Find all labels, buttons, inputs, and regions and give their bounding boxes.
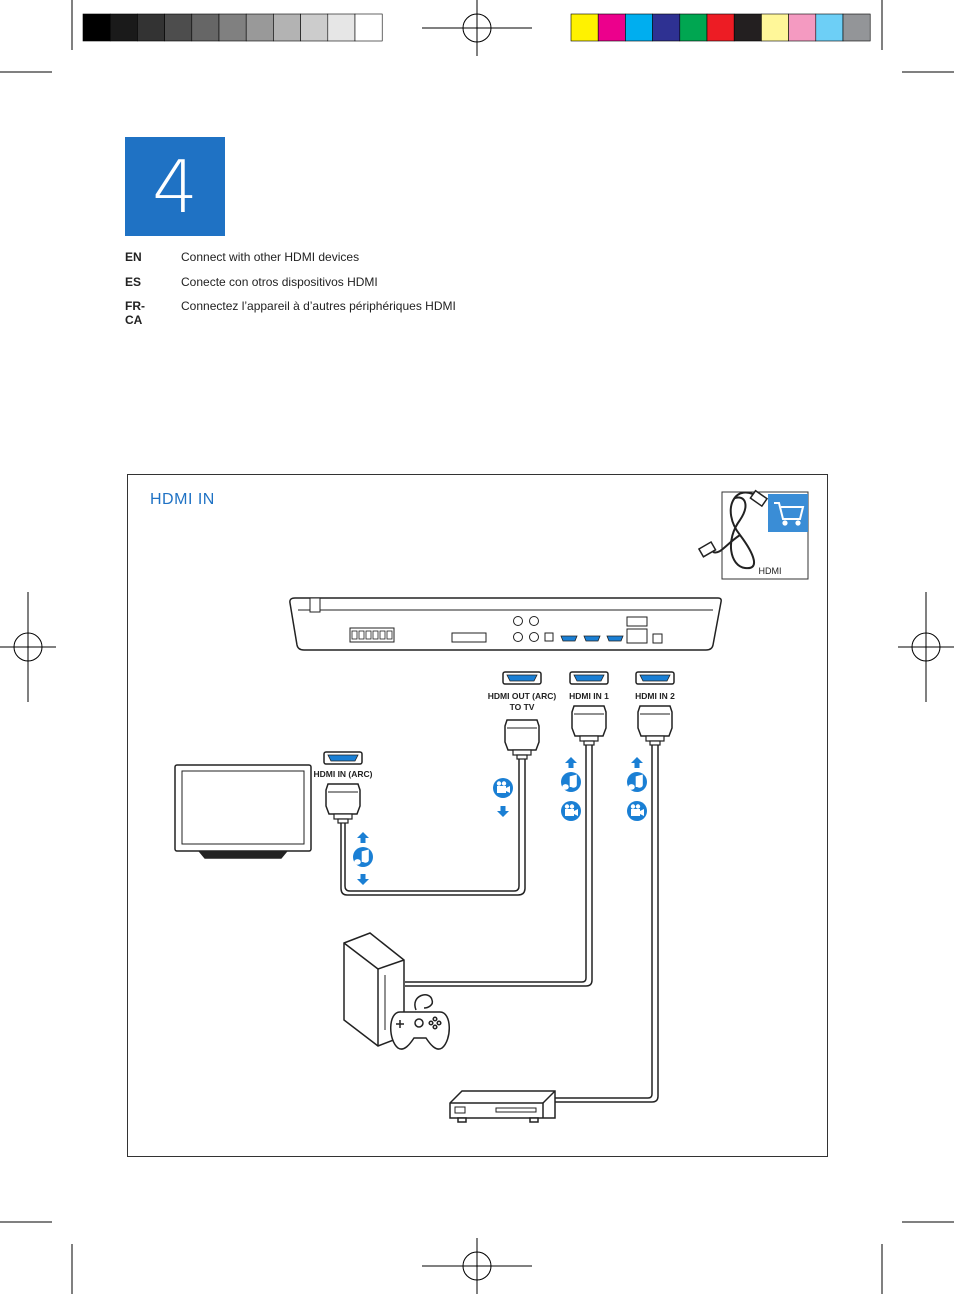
- gray-color-bar: [82, 13, 383, 42]
- language-code: ES: [125, 275, 142, 289]
- music-icon: [352, 846, 374, 868]
- color-swatch: [109, 13, 138, 42]
- audio-in-jacks: [513, 616, 554, 642]
- color-swatch: [733, 13, 762, 42]
- arrow-up-icon: [631, 757, 643, 768]
- port-callout-hdmi-in-1: HDMI IN 1: [569, 671, 609, 701]
- signal-icons-out-arc: [493, 778, 513, 817]
- diagram-frame: [127, 474, 828, 1157]
- main-unit-rear-panel: [289, 597, 722, 651]
- port-callout-tv-hdmi-in-arc: HDMI IN (ARC): [313, 751, 373, 779]
- hdmi-plug-tv: [325, 783, 361, 824]
- power-socket: [652, 633, 663, 644]
- svg-text:TO TV: TO TV: [510, 702, 535, 712]
- music-icon: [626, 771, 648, 793]
- speaker-terminal: [365, 630, 372, 640]
- ethernet-port-top: [626, 616, 648, 627]
- registration-mark-top: [422, 0, 532, 56]
- color-swatch: [82, 13, 111, 42]
- arrow-up-icon: [565, 757, 577, 768]
- set-top-box-icon: [449, 1090, 556, 1123]
- usb-slot: [451, 632, 487, 643]
- color-swatch: [679, 13, 708, 42]
- color-swatch: [625, 13, 653, 42]
- video-icon: [493, 778, 513, 798]
- speaker-terminal: [372, 630, 379, 640]
- tv-icon: [174, 764, 312, 859]
- color-swatch: [300, 13, 329, 42]
- signal-icons-tv: [352, 832, 374, 885]
- color-swatch: [570, 13, 599, 42]
- instruction-text: Connectez l’appareil à d’autres périphér…: [181, 299, 456, 313]
- video-icon: [627, 801, 647, 821]
- signal-icons-in-2: [626, 757, 648, 821]
- step-number: 4: [152, 144, 198, 229]
- color-swatch: [788, 13, 817, 42]
- port-callout-hdmi-in-2: HDMI IN 2: [635, 671, 675, 701]
- music-icon: [560, 771, 582, 793]
- color-swatch: [842, 13, 871, 42]
- instruction-text: Connect with other HDMI devices: [181, 250, 360, 264]
- speaker-terminal-block: [349, 627, 395, 643]
- registration-mark-right: [898, 592, 954, 702]
- speaker-terminal: [358, 630, 365, 640]
- arrow-down-icon: [357, 874, 369, 885]
- hdmi-plug-in-2: [637, 705, 673, 746]
- diagram-title: HDMI IN: [150, 491, 215, 508]
- language-code: FR-CA: [125, 299, 145, 327]
- color-swatch: [597, 13, 626, 42]
- speaker-terminal: [351, 630, 358, 640]
- video-icon: [561, 801, 581, 821]
- color-swatch: [354, 13, 383, 42]
- speaker-terminal: [386, 630, 393, 640]
- color-swatch: [815, 13, 844, 42]
- registration-mark-left: [0, 592, 56, 702]
- step-number-box: 4: [125, 137, 225, 236]
- hdmi-cables: [340, 745, 659, 1103]
- color-swatch: [273, 13, 301, 42]
- svg-text:HDMI IN 2: HDMI IN 2: [635, 691, 675, 701]
- speaker-terminal: [379, 630, 386, 640]
- language-code: EN: [125, 250, 142, 264]
- color-swatch: [191, 13, 220, 42]
- port-callout-hdmi-out-arc: HDMI OUT (ARC) TO TV: [488, 671, 557, 712]
- hdmi-plug-in-1: [571, 705, 607, 746]
- hdmi-cable-accessory: HDMI: [697, 489, 809, 580]
- color-swatch: [761, 13, 789, 42]
- ethernet-port: [626, 628, 648, 644]
- signal-icons-in-1: [560, 757, 582, 821]
- color-swatch: [706, 13, 735, 42]
- process-color-bar: [570, 13, 871, 42]
- color-swatch: [245, 13, 274, 42]
- hdmi-ports-rear: [560, 635, 624, 642]
- hdmi-cable-icon: [697, 489, 769, 570]
- registration-mark-bottom: [422, 1238, 532, 1294]
- svg-text:HDMI OUT (ARC): HDMI OUT (ARC): [488, 691, 557, 701]
- game-console-icon: [343, 932, 405, 1047]
- arrow-up-icon: [357, 832, 369, 843]
- color-swatch: [137, 13, 165, 42]
- color-swatch: [327, 13, 356, 42]
- cable-box-label: HDMI: [759, 566, 782, 576]
- game-controller-icon: [390, 994, 450, 1050]
- instruction-text: Conecte con otros dispositivos HDMI: [181, 275, 378, 289]
- hdmi-plug-out-arc: [504, 719, 540, 760]
- svg-text:HDMI IN 1: HDMI IN 1: [569, 691, 609, 701]
- color-swatch: [218, 13, 247, 42]
- arrow-down-icon: [497, 806, 509, 817]
- shopping-cart-icon: [774, 502, 805, 526]
- svg-text:HDMI IN (ARC): HDMI IN (ARC): [313, 769, 372, 779]
